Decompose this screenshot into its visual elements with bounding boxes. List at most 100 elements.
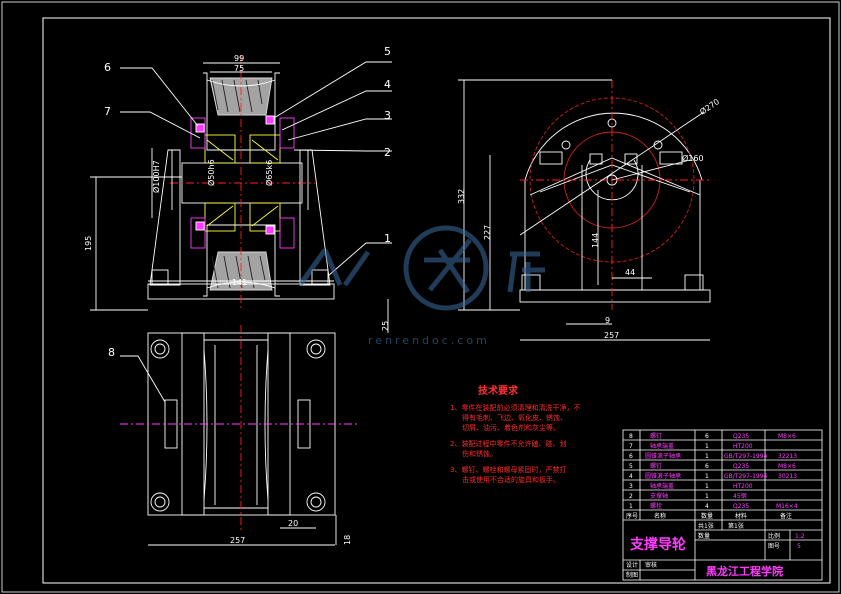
drawing-name: 支撑导轮 [629, 536, 686, 553]
dim-332: 332 [457, 189, 466, 204]
part-no: 5 [629, 463, 633, 470]
dim-bore-left: Ø50h6 [206, 159, 216, 186]
part-material: GB/T297-1994 [724, 453, 768, 460]
header-no: 序号 [626, 512, 638, 520]
dim-9: 9 [605, 316, 610, 325]
part-no: 4 [629, 473, 633, 480]
watermark-url: renrendoc.com [368, 334, 490, 347]
requirement-line-6: 3、螺钉、螺栓和螺母紧固时，严禁打 [450, 465, 566, 474]
parts-row: 8 螺钉 6 Q235 M8×6 [629, 432, 796, 440]
part-qty: 1 [705, 483, 709, 490]
parts-row: 1 螺栓 4 Q235 M16×4 [629, 502, 798, 510]
header-note: 备注 [780, 512, 792, 520]
part-qty: 6 [705, 433, 709, 440]
part-material: HT200 [733, 483, 753, 490]
part-qty: 4 [705, 503, 709, 510]
dim-75: 75 [234, 64, 244, 73]
label-weight: 共1张 [698, 522, 714, 530]
dim-d270: Ø270 [698, 96, 721, 116]
header-material: 材料 [735, 512, 747, 520]
part-no: 6 [629, 453, 633, 460]
ratio-value: 1:2 [795, 533, 805, 540]
part-note: 32213 [778, 453, 797, 460]
part-name: 圆锥滚子轴承 [645, 472, 681, 480]
part-no: 2 [629, 493, 633, 500]
balloon-8: 8 [108, 346, 115, 359]
title-block-frame [622, 429, 823, 581]
label-page: 第1张 [728, 522, 744, 530]
balloon-5: 5 [384, 45, 391, 58]
part-material: 45钢 [733, 492, 747, 500]
part-material: HT200 [733, 443, 753, 450]
parts-table: 8 螺钉 6 Q235 M8×6 7 轴承端盖 1 HT200 6 圆锥滚子轴承… [626, 432, 798, 520]
header-qty: 数量 [701, 512, 713, 520]
parts-row: 5 螺钉 6 Q235 M8×6 [629, 462, 796, 470]
parts-row: 6 圆锥滚子轴承 1 GB/T297-1994 32213 [629, 452, 797, 460]
label-qty: 数量 [698, 532, 710, 540]
parts-row: 3 轴承端盖 1 HT200 [629, 482, 753, 490]
watermark-logo [297, 225, 545, 311]
part-qty: 1 [705, 443, 709, 450]
balloon-3: 3 [384, 109, 391, 122]
part-material: Q235 [733, 433, 749, 440]
balloon-2: 2 [384, 146, 391, 159]
balloon-4: 4 [384, 78, 391, 91]
part-qty: 6 [705, 463, 709, 470]
part-name: 轴承端盖 [650, 442, 674, 450]
dim-d160: Ø160 [682, 153, 704, 163]
requirement-line-2: 得有毛刺、飞边、氧化皮、锈蚀、 [462, 413, 567, 422]
part-note: M8×6 [778, 463, 796, 470]
parts-row: 4 圆锥滚子轴承 1 GB/T297-1994 30213 [629, 472, 797, 480]
part-note: M8×6 [778, 433, 796, 440]
dim-144: 144 [591, 233, 600, 248]
requirement-line-4: 2、装配过程中零件不允许磕、碰、划 [450, 439, 566, 448]
header-name: 名称 [654, 512, 666, 520]
parts-header: 序号 名称 数量 材料 备注 [626, 512, 792, 520]
label-check: 审核 [645, 561, 657, 569]
part-name: 螺钉 [650, 432, 662, 440]
part-no: 3 [629, 483, 633, 490]
dim-257-plan: 257 [230, 536, 245, 545]
parts-row: 2 支撑轴 1 45钢 [629, 492, 747, 500]
dim-44: 44 [625, 268, 635, 277]
dim-141: 141 [232, 278, 247, 287]
dim-99: 99 [234, 54, 244, 63]
part-no: 8 [629, 433, 633, 440]
label-design: 设计 [626, 561, 638, 569]
part-qty: 1 [705, 473, 709, 480]
label-draw: 制图 [626, 571, 638, 579]
requirements-title: 技术要求 [478, 384, 519, 397]
dim-20: 20 [288, 519, 298, 528]
dim-25: 25 [381, 321, 390, 331]
requirement-line-5: 伤和锈蚀。 [462, 449, 497, 458]
part-material: Q235 [733, 463, 749, 470]
sheet-value: 5 [797, 543, 801, 550]
side-view [458, 79, 712, 341]
label-sheet: 图号 [768, 543, 780, 550]
part-note: 30213 [778, 473, 797, 480]
part-note: M16×4 [776, 503, 798, 510]
requirement-line-1: 1、零件在装配前必须清理和清洗干净，不 [450, 403, 580, 412]
part-name: 螺栓 [650, 502, 662, 510]
part-name: 支撑轴 [650, 492, 668, 500]
part-no: 7 [629, 443, 633, 450]
dim-bearing-seat: Ø100H7 [151, 160, 161, 193]
parts-row: 7 轴承端盖 1 HT200 [629, 442, 753, 450]
inner-border [42, 17, 831, 584]
part-material: Q235 [733, 503, 749, 510]
dim-bore-right: Ø65k6 [264, 160, 274, 186]
front-view [90, 55, 392, 333]
part-name: 轴承端盖 [650, 482, 674, 490]
dim-257-side: 257 [604, 331, 619, 340]
label-ratio: 比例 [768, 532, 780, 540]
school-name: 黑龙江工程学院 [706, 564, 783, 578]
dim-227: 227 [483, 225, 492, 240]
part-qty: 1 [705, 493, 709, 500]
part-name: 螺钉 [650, 462, 662, 470]
part-no: 1 [629, 503, 633, 510]
plan-view [120, 325, 360, 546]
part-material: GB/T297-1994 [724, 473, 768, 480]
